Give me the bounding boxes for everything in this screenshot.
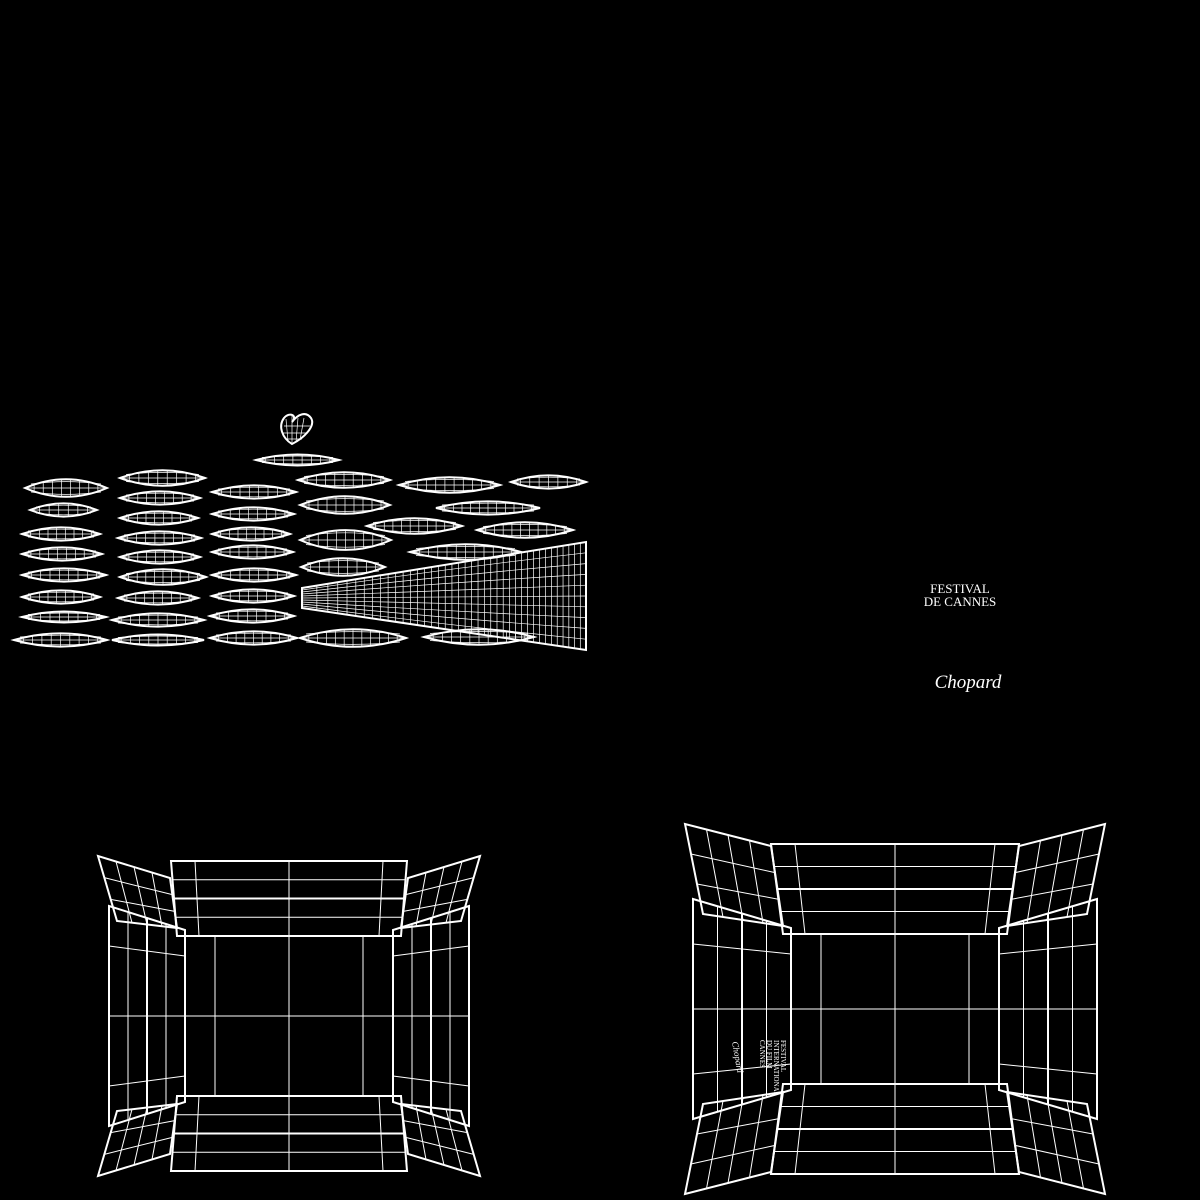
leaf-uv-island [18, 526, 104, 542]
leaf-uv-island [208, 484, 300, 500]
leaf-uv-island [114, 590, 202, 606]
side-label-line4: CANNES [758, 1040, 766, 1068]
side-label-group: FESTIVAL INTERNATIONAL DU FILM CANNES [758, 1040, 787, 1096]
box-uv-left [96, 854, 482, 1178]
leaf-uv-island [114, 530, 205, 546]
leaf-uv-island [116, 549, 204, 565]
leaf-uv-island [363, 517, 466, 535]
leaf-uv-island [208, 567, 300, 583]
leaf-uv-islands [10, 453, 590, 648]
leaf-uv-island [108, 612, 208, 628]
leaf-uv-island [10, 632, 111, 648]
leaf-uv-island [22, 478, 110, 498]
leaf-uv-island [117, 568, 209, 586]
heart-uv-island [280, 413, 314, 446]
leaf-uv-island [116, 490, 204, 506]
leaf-uv-island [116, 510, 202, 526]
box-right-wall [392, 904, 470, 1128]
leaf-uv-island [297, 529, 394, 551]
box-bottom-wall [169, 1095, 409, 1172]
leaf-uv-island [18, 610, 110, 624]
side-label-line1: FESTIVAL [779, 1040, 787, 1072]
box-right-wall [998, 897, 1098, 1121]
leaf-uv-island [395, 476, 504, 494]
leaf-uv-island [297, 495, 393, 515]
leaf-uv-island [294, 471, 394, 489]
leaf-uv-island [208, 506, 298, 522]
leaf-uv-island [252, 453, 343, 467]
leaf-uv-island [507, 474, 590, 490]
box-uv-right [683, 822, 1107, 1196]
box-top-wall [169, 860, 409, 937]
leaf-uv-island [18, 567, 110, 583]
leaf-uv-island [208, 526, 294, 542]
leaf-uv-island [111, 633, 205, 647]
chopard-logo: Chopard [935, 672, 1002, 693]
leaf-uv-island [27, 502, 100, 518]
side-label-line2: INTERNATIONAL [772, 1040, 780, 1096]
box-left-wall [692, 897, 792, 1121]
festival-label-line1: FESTIVAL [930, 581, 990, 596]
leaf-uv-island [206, 608, 298, 624]
festival-label-line2: DE CANNES [924, 594, 997, 609]
side-label-line3: DU FILM [765, 1040, 773, 1069]
leaf-uv-island [208, 544, 297, 560]
leaf-uv-island [435, 500, 541, 516]
leaf-uv-island [18, 589, 104, 605]
leaf-uv-island [296, 628, 410, 648]
leaf-uv-island [298, 557, 388, 577]
leaf-uv-island [117, 469, 208, 487]
stem-outline [301, 540, 587, 652]
stem-uv-island [301, 540, 587, 652]
leaf-uv-island [18, 546, 106, 562]
leaf-uv-island [473, 521, 577, 539]
leaf-uv-island [208, 588, 298, 604]
box-left-wall [108, 904, 186, 1128]
